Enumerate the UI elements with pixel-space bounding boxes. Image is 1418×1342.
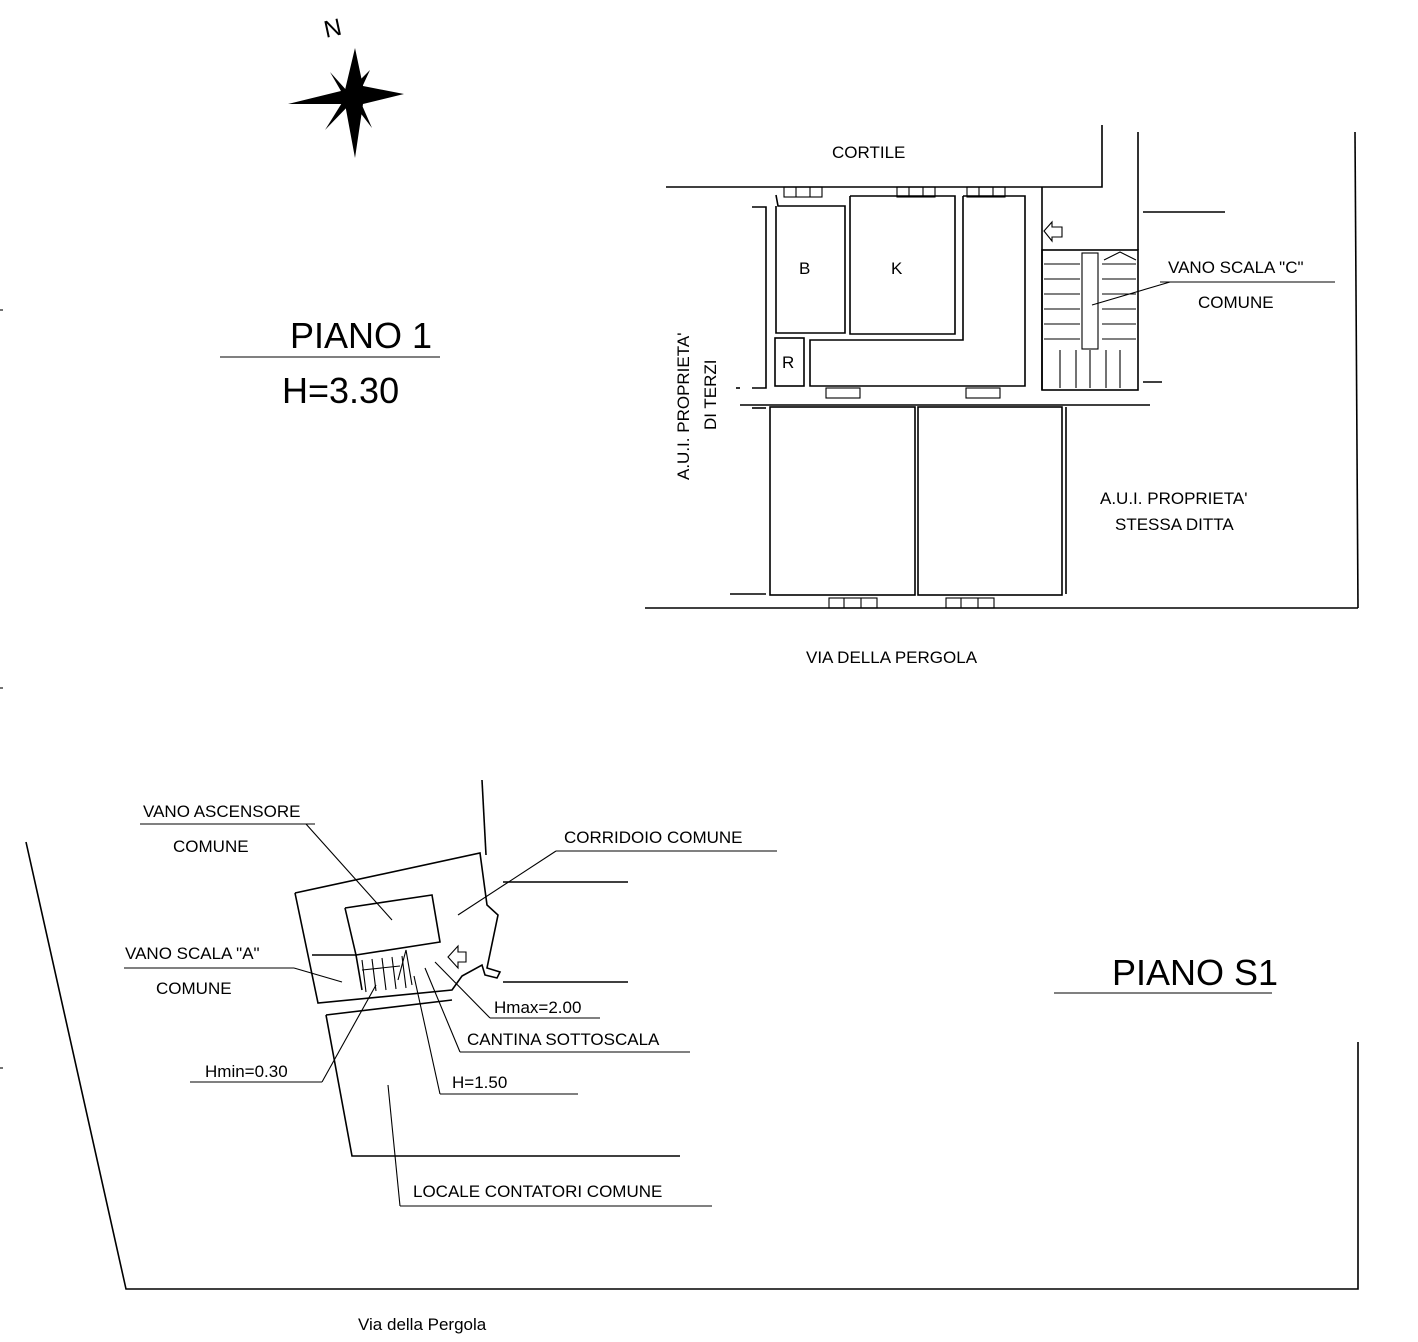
vano-scala-c-comune: COMUNE bbox=[1198, 293, 1274, 312]
hmin-label: Hmin=0.30 bbox=[205, 1062, 288, 1081]
vano-scala-c-label: VANO SCALA "C" bbox=[1168, 258, 1304, 277]
margin-ticks bbox=[0, 309, 3, 1069]
vano-ascensore-label: VANO ASCENSORE bbox=[143, 802, 300, 821]
street-label-piano-1: VIA DELLA PERGOLA bbox=[806, 648, 978, 667]
apartment-walls: B K R bbox=[774, 186, 1063, 399]
stair-c: VANO SCALA "C" COMUNE bbox=[1041, 249, 1335, 391]
locale-contatori-label: LOCALE CONTATORI COMUNE bbox=[413, 1182, 662, 1201]
aui-terzi-label-2: DI TERZI bbox=[701, 359, 720, 430]
s1-leaders bbox=[124, 823, 777, 1207]
cortile-label: CORTILE bbox=[832, 143, 905, 162]
north-label: N bbox=[322, 14, 345, 44]
aui-stessa-label-1: A.U.I. PROPRIETA' bbox=[1100, 489, 1247, 508]
lower-units bbox=[730, 406, 1067, 609]
piano-s1-plan: PIANO S1 bbox=[25, 779, 1359, 1334]
s1-walls bbox=[294, 779, 680, 1157]
north-arrow-icon: N bbox=[288, 14, 404, 158]
piano-s1-title: PIANO S1 bbox=[1112, 952, 1278, 993]
vano-scala-a-label: VANO SCALA "A" bbox=[125, 944, 260, 963]
room-k-label: K bbox=[891, 259, 903, 278]
vano-ascensore-comune: COMUNE bbox=[173, 837, 249, 856]
room-b-label: B bbox=[799, 259, 810, 278]
room-r-label: R bbox=[782, 353, 794, 372]
hmax-label: Hmax=2.00 bbox=[494, 998, 581, 1017]
piano-1-height: H=3.30 bbox=[282, 370, 399, 411]
s1-boundary bbox=[25, 841, 1359, 1290]
piano-1-plan: PIANO 1 H=3.30 CORTILE B K bbox=[220, 125, 1359, 667]
piano-1-title: PIANO 1 bbox=[290, 315, 432, 356]
cantina-label: CANTINA SOTTOSCALA bbox=[467, 1030, 660, 1049]
corridoio-label: CORRIDOIO COMUNE bbox=[564, 828, 743, 847]
h150-label: H=1.50 bbox=[452, 1073, 507, 1092]
aui-terzi-label-1: A.U.I. PROPRIETA' bbox=[674, 333, 693, 480]
vano-scala-a-comune: COMUNE bbox=[156, 979, 232, 998]
street-label-piano-s1: Via della Pergola bbox=[358, 1315, 487, 1334]
aui-stessa-label-2: STESSA DITTA bbox=[1115, 515, 1234, 534]
